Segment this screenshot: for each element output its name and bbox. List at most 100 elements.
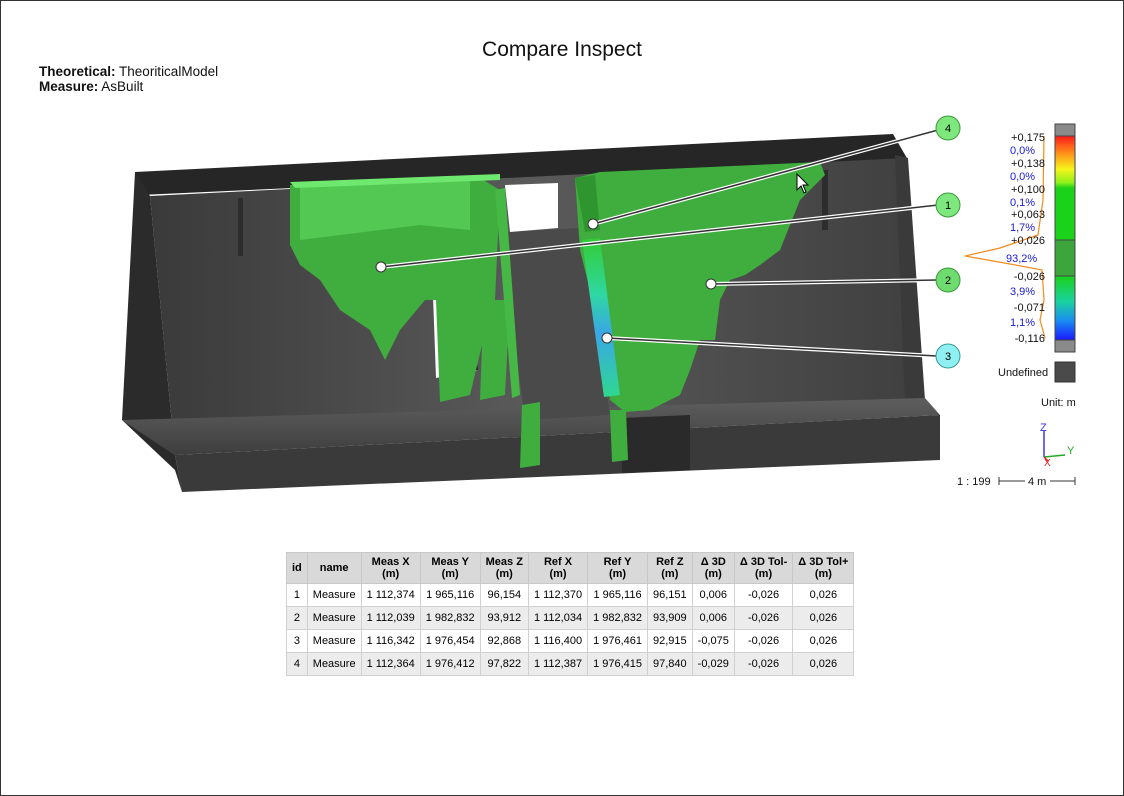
- leader-2: [710, 279, 938, 285]
- cell-ref-y: 1 976,461: [587, 629, 648, 653]
- header-ref-z: Ref Z(m): [647, 552, 693, 584]
- percent-6: 1,1%: [1010, 317, 1035, 329]
- tick-3: +0,063: [1011, 209, 1045, 221]
- percent-5: 3,9%: [1010, 286, 1035, 298]
- marker-4-label: 4: [945, 123, 951, 135]
- percent-3: 1,7%: [1010, 222, 1035, 234]
- header-ref-x-unit: (m): [549, 568, 567, 580]
- cell-name: Measure: [306, 629, 362, 653]
- cell-meas-z: 96,154: [479, 583, 529, 607]
- header-tol-minus-unit: (m): [755, 568, 773, 580]
- tick-6: -0,071: [1014, 302, 1045, 314]
- cell-delta-3d: -0,075: [691, 629, 735, 653]
- measure-value: AsBuilt: [101, 79, 144, 94]
- cell-ref-y: 1 965,116: [587, 583, 648, 607]
- cell-tol-minus: -0,026: [733, 583, 794, 607]
- point-2-dot[interactable]: [705, 278, 717, 290]
- tick-7: -0,116: [1015, 333, 1045, 345]
- channel-colored-strip: [582, 238, 620, 397]
- scale-bar: [998, 474, 1076, 488]
- table-row[interactable]: 3 Measure 1 116,342 1 976,454 92,868 1 1…: [286, 629, 855, 653]
- cell-ref-x: 1 112,387: [527, 652, 589, 676]
- table-row[interactable]: 2 Measure 1 112,039 1 982,832 93,912 1 1…: [286, 606, 855, 630]
- table-row[interactable]: 4 Measure 1 112,364 1 976,412 97,822 1 1…: [286, 652, 855, 676]
- header-tol-minus-text: Δ 3D Tol-: [739, 556, 788, 568]
- measure-line: Measure: AsBuilt: [39, 79, 218, 94]
- percent-1: 0,0%: [1010, 171, 1035, 183]
- cell-meas-y: 1 976,412: [419, 652, 481, 676]
- undefined-swatch: [1054, 361, 1076, 383]
- theoretical-value: TheoriticalModel: [119, 64, 219, 79]
- cell-ref-z: 96,151: [647, 583, 693, 607]
- marker-1-label: 1: [945, 200, 951, 212]
- cell-tol-plus: 0,026: [792, 583, 855, 607]
- channel-floor: [500, 228, 610, 420]
- header-ref-y-unit: (m): [608, 568, 627, 580]
- marker-1-bubble[interactable]: [935, 192, 961, 218]
- x-axis-label: X: [1044, 458, 1051, 469]
- top-opening: [505, 183, 558, 232]
- header-tol-plus: Δ 3D Tol+(m): [792, 552, 855, 584]
- scale-under-cap: [1054, 339, 1076, 353]
- top-rim: [135, 134, 908, 195]
- percent-0: 0,0%: [1010, 145, 1035, 157]
- header-name: name: [306, 552, 362, 584]
- cell-ref-y: 1 982,832: [587, 606, 648, 630]
- header-tol-minus: Δ 3D Tol-(m): [733, 552, 794, 584]
- front-left-edge: [122, 420, 182, 492]
- cell-meas-y: 1 976,454: [419, 629, 481, 653]
- scale-lower: [1054, 275, 1076, 341]
- cell-delta-3d: 0,006: [691, 583, 735, 607]
- y-axis-line: [1043, 454, 1066, 458]
- tick-5: -0,026: [1014, 271, 1045, 283]
- marker-2-bubble[interactable]: [935, 267, 961, 293]
- header-ref-x-text: Ref X: [543, 556, 573, 568]
- report-title: Compare Inspect: [482, 38, 642, 61]
- unit-label: Unit: m: [1041, 397, 1076, 409]
- point-3-dot[interactable]: [601, 332, 613, 344]
- header-ref-z-unit: (m): [661, 568, 679, 580]
- percent-4: 93,2%: [1006, 253, 1037, 265]
- cell-id: 4: [286, 652, 308, 676]
- marker-3-bubble[interactable]: [935, 343, 961, 369]
- header-ref-x: Ref X(m): [527, 552, 589, 584]
- cell-meas-z: 97,822: [479, 652, 529, 676]
- table-row[interactable]: 1 Measure 1 112,374 1 965,116 96,154 1 1…: [286, 583, 855, 607]
- cell-id: 3: [286, 629, 308, 653]
- theoretical-line: Theoretical: TheoriticalModel: [39, 64, 218, 79]
- y-axis-label: Y: [1067, 445, 1075, 457]
- left-upper-region: [300, 180, 470, 240]
- cell-tol-plus: 0,026: [792, 629, 855, 653]
- marker-4-bubble[interactable]: [935, 115, 961, 141]
- table-body: 1 Measure 1 112,374 1 965,116 96,154 1 1…: [286, 583, 855, 676]
- viewport-3d[interactable]: 1 2 3 4 +0,175 +0,138 +0,100 +0,063 +0,0…: [0, 0, 1124, 530]
- header-meas-z-text: Meas Z: [485, 556, 523, 568]
- cell-tol-minus: -0,026: [733, 652, 794, 676]
- cell-meas-x: 1 112,364: [360, 652, 421, 676]
- point-1-dot[interactable]: [375, 261, 387, 273]
- cell-meas-z: 92,868: [479, 629, 529, 653]
- cell-meas-x: 1 112,039: [360, 606, 421, 630]
- cell-delta-3d: 0,006: [691, 606, 735, 630]
- scale-tolerance-band: [1054, 239, 1076, 277]
- marker-3-label: 3: [945, 351, 951, 363]
- cell-tol-minus: -0,026: [733, 606, 794, 630]
- point-4-dot[interactable]: [587, 218, 599, 230]
- cell-ref-x: 1 112,034: [527, 606, 589, 630]
- tick-2: +0,100: [1011, 184, 1045, 196]
- cell-name: Measure: [306, 652, 362, 676]
- cell-name: Measure: [306, 606, 362, 630]
- cell-id: 2: [286, 606, 308, 630]
- left-side: [122, 172, 175, 455]
- header-meas-x-text: Meas X: [371, 556, 410, 568]
- header-ref-y-text: Ref Y: [603, 556, 632, 568]
- scale-bar-label-bg: [1025, 474, 1050, 488]
- header-name-text: name: [319, 562, 349, 574]
- table-head: id name Meas X(m) Meas Y(m) Meas Z(m) Re…: [286, 552, 855, 584]
- header-tol-plus-unit: (m): [814, 568, 832, 580]
- measure-label: Measure:: [39, 79, 99, 94]
- lower-green-1: [520, 402, 540, 468]
- marker-2-label: 2: [945, 275, 951, 287]
- header-meas-x-unit: (m): [382, 568, 400, 580]
- header-meas-x: Meas X(m): [360, 552, 421, 584]
